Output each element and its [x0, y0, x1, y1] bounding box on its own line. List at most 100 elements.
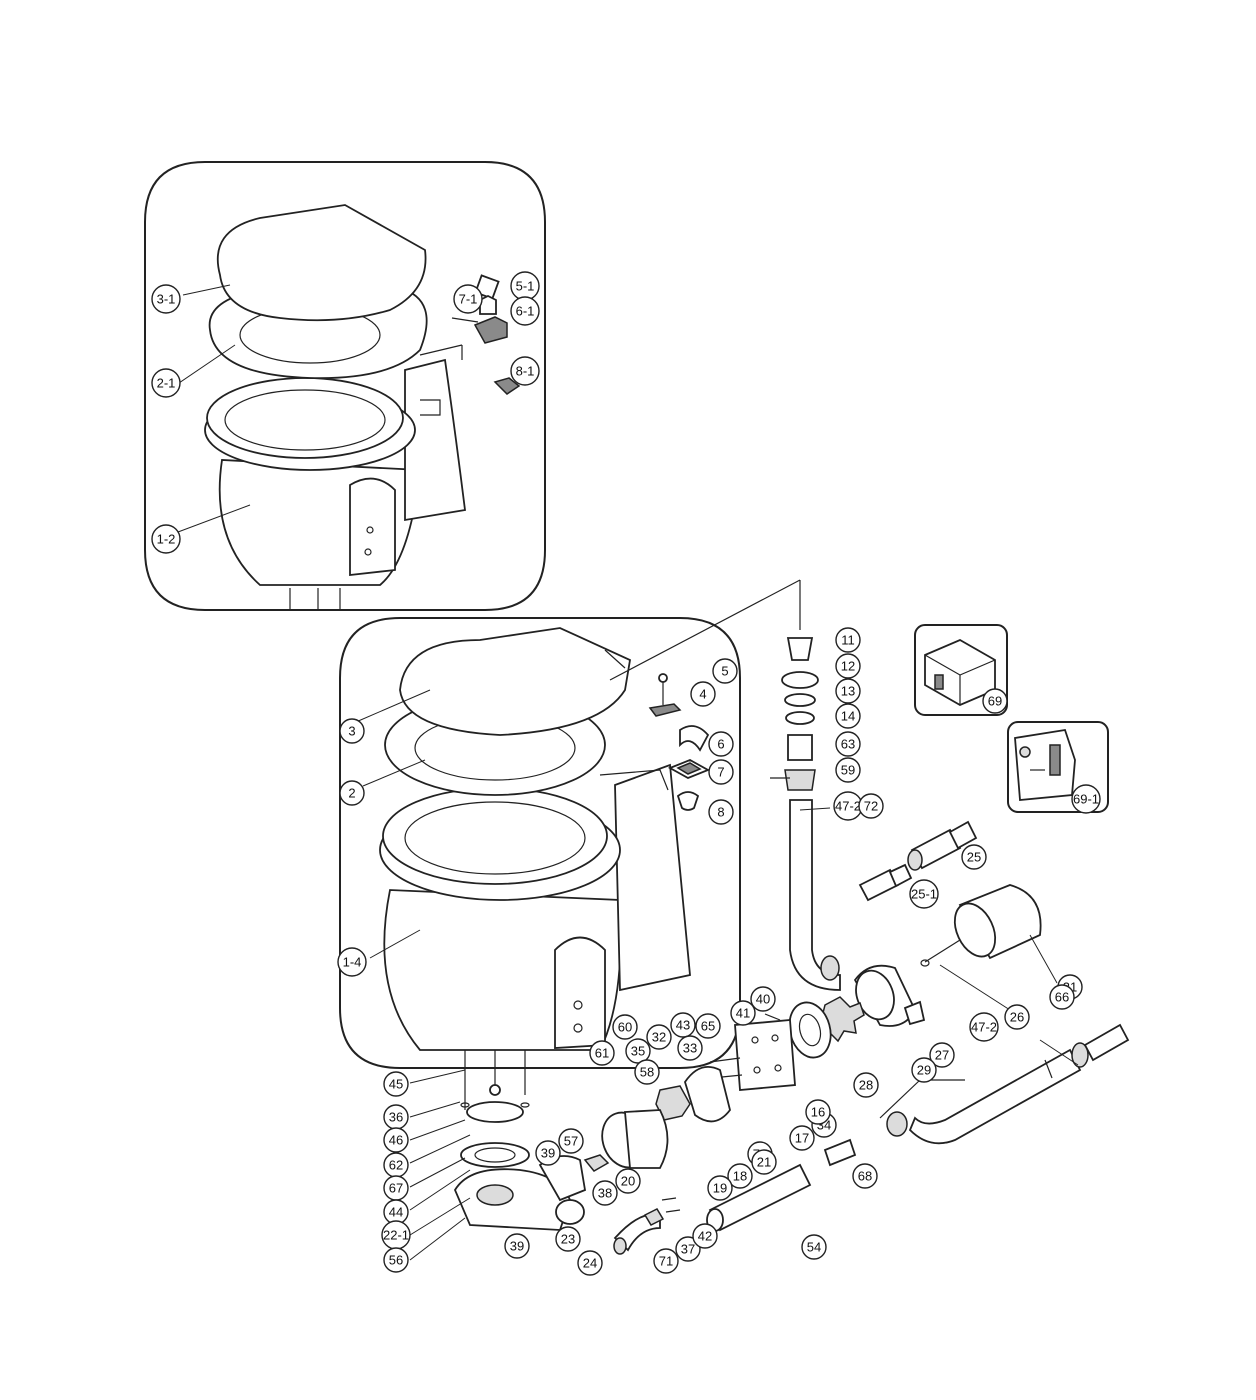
- callout-circle: [751, 1149, 777, 1175]
- small-toilet-illustration: [204, 204, 521, 610]
- callout-circle: [835, 703, 861, 729]
- callout-circle: [835, 653, 861, 679]
- callout-circle: [453, 284, 483, 314]
- callout-label: 25: [967, 850, 981, 865]
- callout-circle: [337, 947, 367, 977]
- callout-circle: [909, 879, 939, 909]
- callout-circle: [1049, 984, 1075, 1010]
- callout-bowl-nut: 61: [589, 1040, 615, 1066]
- callout-elbow-24: 24: [577, 1250, 603, 1276]
- callout-label: 44: [389, 1205, 403, 1220]
- callout-discharge-pipe: 54: [801, 1234, 827, 1260]
- callout-label: 3-1: [157, 292, 176, 307]
- callout-circle: [625, 1038, 651, 1064]
- callout-toilet-seat-ring-small: 2-1: [151, 368, 181, 398]
- callout-label: 46: [389, 1133, 403, 1148]
- callout-hinge-pin-small: 7-1: [453, 284, 483, 314]
- callout-circle: [692, 1223, 718, 1249]
- callout-toilet-seat-ring: 2: [339, 780, 365, 806]
- callout-hinge-screw-small: 5-1: [510, 271, 540, 301]
- callout-circle: [911, 1057, 937, 1083]
- callout-circle: [929, 1042, 955, 1068]
- callout-circle: [982, 688, 1008, 714]
- callout-screw-16: 16: [805, 1099, 831, 1125]
- callout-label: 39: [541, 1146, 555, 1161]
- callout-label: 13: [841, 684, 855, 699]
- callout-screw-37: 37: [675, 1236, 701, 1262]
- callout-outlet-clamp: 66: [1049, 984, 1075, 1010]
- callout-label: 59: [841, 763, 855, 778]
- part-callouts: 3-12-11-27-15-16-18-1321-454678606111121…: [151, 271, 1101, 1276]
- main-toilet-illustration: [379, 627, 711, 1095]
- callout-label: 25-1: [911, 887, 937, 902]
- inlet-assembly-illustration: [609, 579, 841, 991]
- callout-label: 27: [935, 1048, 949, 1063]
- callout-gasket-67: 67: [383, 1175, 409, 1201]
- callout-spacer-62: 62: [383, 1152, 409, 1178]
- callout-screw-65: 65: [695, 1013, 721, 1039]
- callout-adapter: 63: [835, 731, 861, 757]
- callout-flap-71: 71: [653, 1248, 679, 1274]
- callout-circle: [858, 793, 884, 819]
- callout-gasket-17: 17: [789, 1125, 815, 1151]
- callout-toilet-seat-lid: 3: [339, 718, 365, 744]
- callout-control-switch: 69: [982, 688, 1008, 714]
- callout-circle: [589, 1040, 615, 1066]
- callout-circle: [853, 1072, 879, 1098]
- callout-base-assembly: 22-1: [381, 1220, 411, 1250]
- callout-hose-clamp: 72: [858, 793, 884, 819]
- callout-label: 35: [631, 1044, 645, 1059]
- callout-label: 8-1: [516, 364, 535, 379]
- callout-hinge-screw: 5: [712, 658, 738, 684]
- callout-label: 5-1: [516, 279, 535, 294]
- callout-circle: [670, 1012, 696, 1038]
- callout-circle: [555, 1226, 581, 1252]
- callout-hose-barb-small: 25-1: [909, 879, 939, 909]
- inset-frame-main-toilet: [339, 617, 741, 1069]
- callout-circle: [646, 1024, 672, 1050]
- callout-circle: [712, 658, 738, 684]
- callout-barb-68: 68: [852, 1163, 878, 1189]
- callout-circle: [383, 1071, 409, 1097]
- callout-label: 26: [1010, 1010, 1024, 1025]
- callout-o-ring: 13: [835, 678, 861, 704]
- callout-label: 72: [864, 799, 878, 814]
- callout-label: 22-1: [383, 1228, 409, 1243]
- callout-label: 65: [701, 1019, 715, 1034]
- callout-nut-46: 46: [383, 1127, 409, 1153]
- callout-label: 1-4: [343, 955, 362, 970]
- leader-lines: [169, 284, 1079, 1261]
- callout-circle: [151, 284, 181, 314]
- callout-hinge-plate: 4: [690, 681, 716, 707]
- callout-label: 69-1: [1073, 792, 1099, 807]
- callout-hose-barb: 25: [961, 844, 987, 870]
- callout-circle: [577, 1250, 603, 1276]
- callout-circle: [383, 1127, 409, 1153]
- control-panel-illustration: [1014, 728, 1076, 801]
- callout-label: 14: [841, 709, 855, 724]
- callout-label: 63: [841, 737, 855, 752]
- callout-label: 11: [841, 633, 855, 648]
- callout-label: 62: [389, 1158, 403, 1173]
- callout-screw-42: 42: [692, 1223, 718, 1249]
- outlet-hose-illustration: [879, 1023, 1130, 1145]
- callout-screw-35: 35: [625, 1038, 651, 1064]
- callout-circle: [653, 1248, 679, 1274]
- callout-motor-washer: 26: [1004, 1004, 1030, 1030]
- callout-label: 69: [988, 694, 1002, 709]
- callout-label: 56: [389, 1253, 403, 1268]
- callout-circle: [1004, 1004, 1030, 1030]
- callout-label: 38: [598, 1186, 612, 1201]
- callout-label: 47-2: [971, 1020, 997, 1035]
- callout-circle: [727, 1163, 753, 1189]
- callout-circle: [612, 1014, 638, 1040]
- callout-circle: [801, 1234, 827, 1260]
- callout-circle: [708, 731, 734, 757]
- callout-label: 57: [564, 1134, 578, 1149]
- callout-toilet-bowl: 1-4: [337, 947, 367, 977]
- callout-mount-nut: 8: [708, 799, 734, 825]
- callout-circle: [835, 731, 861, 757]
- callout-label: 18: [733, 1169, 747, 1184]
- callout-circle: [835, 627, 861, 653]
